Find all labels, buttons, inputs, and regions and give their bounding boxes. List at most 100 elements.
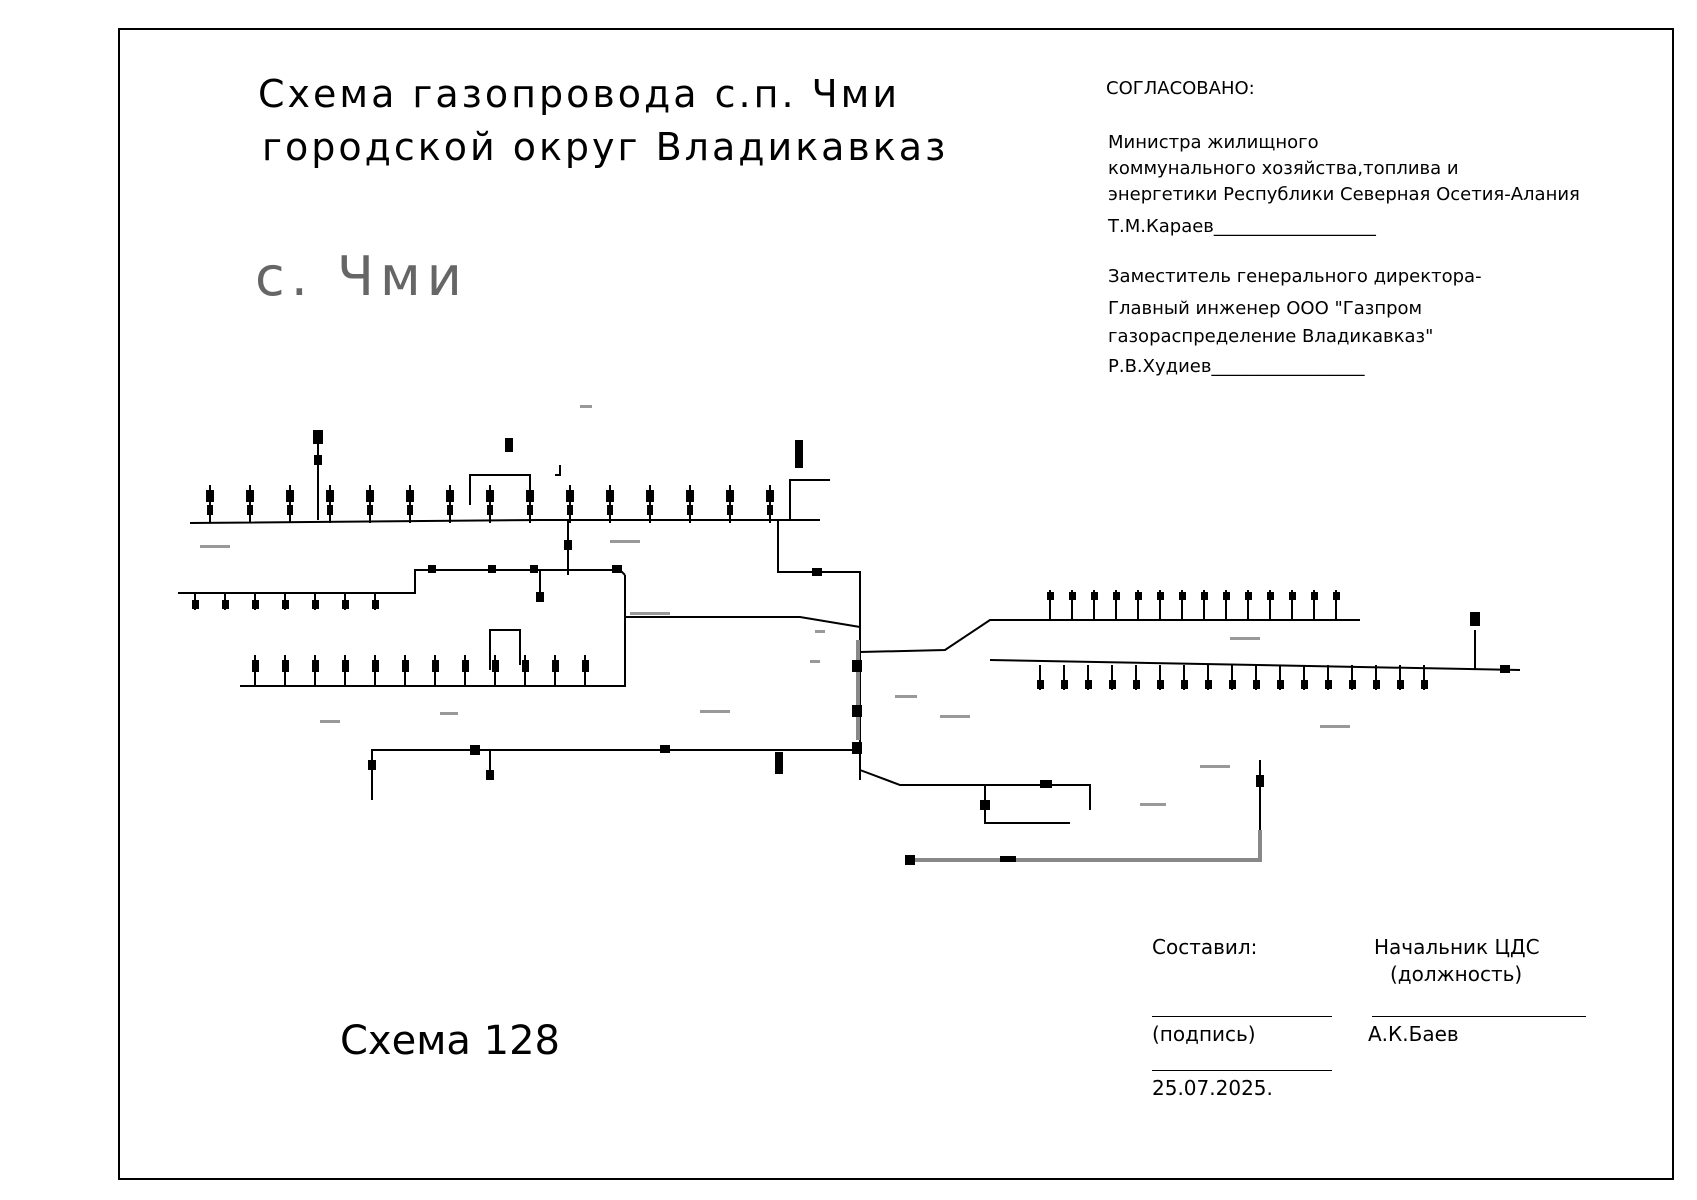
pipe-branch-north-3 (555, 465, 561, 476)
service-node (1223, 592, 1230, 600)
signature-caption: (подпись) (1152, 1022, 1256, 1046)
pipe-node (1000, 856, 1016, 862)
pipe-lower-loop (984, 785, 1070, 824)
service-node (1157, 592, 1164, 600)
person-name: А.К.Баев (1368, 1022, 1459, 1046)
service-node (407, 505, 413, 515)
service-node (252, 600, 259, 609)
service-node (582, 660, 589, 672)
service-node (607, 505, 613, 515)
pipe-node (795, 440, 803, 468)
service-node (526, 490, 534, 502)
service-node (646, 490, 654, 502)
pipe-node (564, 540, 572, 550)
service-node (726, 490, 734, 502)
small-label-mark (320, 720, 340, 723)
pipe-east-connector (859, 619, 1040, 653)
service-node (1333, 592, 1340, 600)
pipe-node (505, 438, 513, 452)
pipe-node (488, 565, 496, 573)
service-node (1113, 592, 1120, 600)
pipe-node (905, 855, 915, 865)
small-label-mark (810, 660, 820, 663)
pipe-node (775, 752, 783, 774)
service-node (1109, 680, 1116, 689)
pipeline-main-lines (178, 440, 1521, 830)
small-label-mark (1140, 803, 1166, 806)
deputy-line-3: газораспределение Владикавказ" (1108, 326, 1434, 347)
pipe-node (612, 565, 622, 573)
deputy-name: Р.В.Худиев_________________ (1108, 356, 1365, 377)
service-node (1069, 592, 1076, 600)
signature-line (1152, 1016, 1332, 1017)
deputy-line-2: Главный инженер ООО "Газпром (1108, 298, 1423, 319)
service-node (1277, 680, 1284, 689)
service-node (282, 600, 289, 609)
pipeline-steel-lines (856, 640, 1262, 862)
pipe-hook (489, 629, 521, 670)
pipe-node (1256, 775, 1264, 787)
pipe-node (470, 745, 480, 755)
pipeline-nodes (192, 430, 1510, 865)
pipe-node (1470, 612, 1480, 626)
service-node (192, 600, 199, 609)
service-node (252, 660, 259, 672)
service-node (446, 490, 454, 502)
pipe-middle-street (178, 569, 626, 594)
pipe-node (852, 660, 862, 672)
pipe-node (812, 568, 822, 576)
pipeline-small-labels (200, 405, 1350, 806)
drawing-frame (118, 28, 1674, 1180)
pipe-node (1500, 665, 1510, 673)
date: 25.07.2025. (1152, 1076, 1273, 1100)
service-node (222, 600, 229, 609)
title-line-2: городской округ Владикавказ (262, 125, 949, 169)
pipe-upper-street (189, 519, 820, 524)
service-node (1289, 592, 1296, 600)
small-label-mark (1230, 637, 1260, 640)
service-node (486, 770, 494, 780)
title-line-1: Схема газопровода с.п. Чми (258, 72, 901, 116)
service-node (1229, 680, 1236, 689)
service-node (1373, 680, 1380, 689)
minister-line-3: энергетики Республики Северная Осетия-Ал… (1108, 184, 1580, 205)
service-node (1267, 592, 1274, 600)
service-node (372, 600, 379, 609)
service-node (1301, 680, 1308, 689)
small-label-mark (610, 540, 640, 543)
service-node (312, 660, 319, 672)
service-node (567, 505, 573, 515)
service-node (1091, 592, 1098, 600)
pipe-lower-street (371, 749, 860, 800)
pipe-loop-left (240, 575, 626, 687)
service-node (372, 660, 379, 672)
service-node (1047, 592, 1054, 600)
service-node (246, 490, 254, 502)
small-label-mark (815, 630, 825, 633)
pipe-node (313, 430, 323, 444)
pipe-node (368, 760, 376, 770)
service-node (766, 490, 774, 502)
village-label: с. Чми (255, 245, 468, 308)
service-node (536, 592, 544, 602)
service-node (1397, 680, 1404, 689)
service-node (206, 490, 214, 502)
small-label-mark (940, 715, 970, 718)
position-caption: (должность) (1390, 962, 1523, 986)
compiled-label: Составил: (1152, 935, 1258, 959)
service-node (566, 490, 574, 502)
pipe-loop-east (625, 616, 861, 700)
service-node (1311, 592, 1318, 600)
service-node (327, 505, 333, 515)
service-node (1253, 680, 1260, 689)
small-label-mark (630, 612, 670, 615)
service-node (727, 505, 733, 515)
service-node (1061, 680, 1068, 689)
service-node (287, 505, 293, 515)
service-node (312, 600, 319, 609)
service-node (647, 505, 653, 515)
service-node (1201, 592, 1208, 600)
service-node (767, 505, 773, 515)
service-node (687, 505, 693, 515)
